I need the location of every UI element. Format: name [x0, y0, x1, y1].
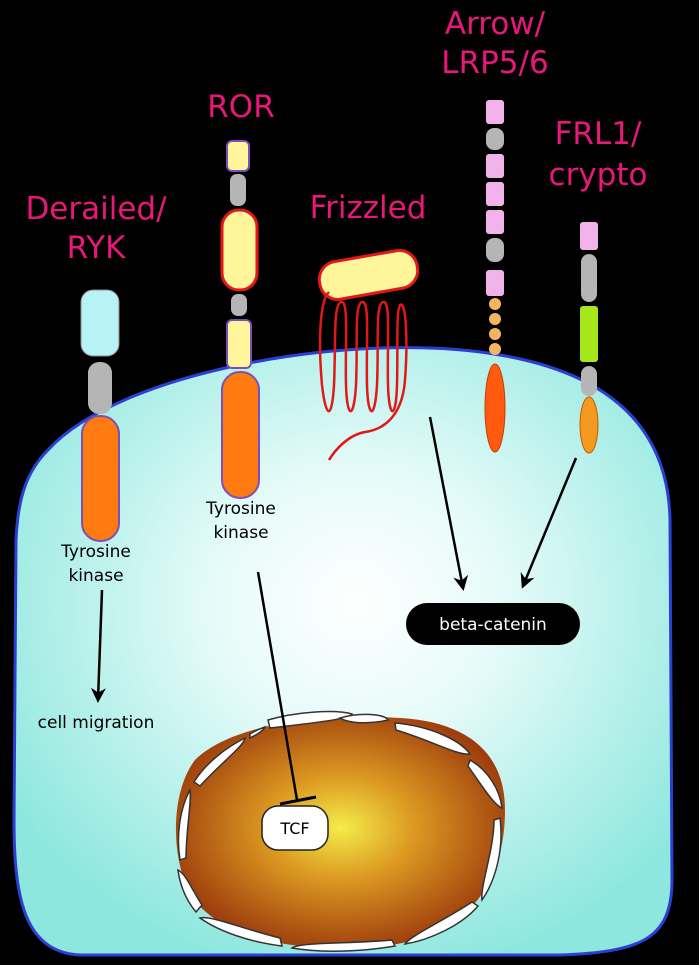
derailed-label-line1: Derailed/ [25, 191, 167, 227]
arrow-lrp-receptor [485, 100, 505, 452]
arrow-label-line2: LRP5/6 [441, 45, 548, 81]
ror-label: ROR [207, 89, 274, 125]
derailed-kinase-line2: kinase [68, 566, 123, 586]
derailed-label-line2: RYK [67, 230, 126, 266]
ror-kinase-line1: Tyrosine [205, 499, 276, 519]
frl1-label-line1: FRL1/ [555, 116, 642, 152]
tcf-label: TCF [279, 819, 309, 838]
beta-catenin-label: beta-catenin [439, 615, 547, 635]
ror-receptor [222, 141, 259, 498]
derailed-kinase-line1: Tyrosine [60, 542, 131, 562]
frizzled-label: Frizzled [310, 190, 427, 226]
nucleus: TCF [176, 712, 505, 952]
frl1-crypto-receptor [580, 222, 598, 453]
arrow-label-line1: Arrow/ [445, 6, 546, 42]
cell-migration-label: cell migration [38, 713, 155, 733]
frl1-label-line2: crypto [549, 157, 648, 193]
ror-kinase-line2: kinase [213, 523, 268, 543]
